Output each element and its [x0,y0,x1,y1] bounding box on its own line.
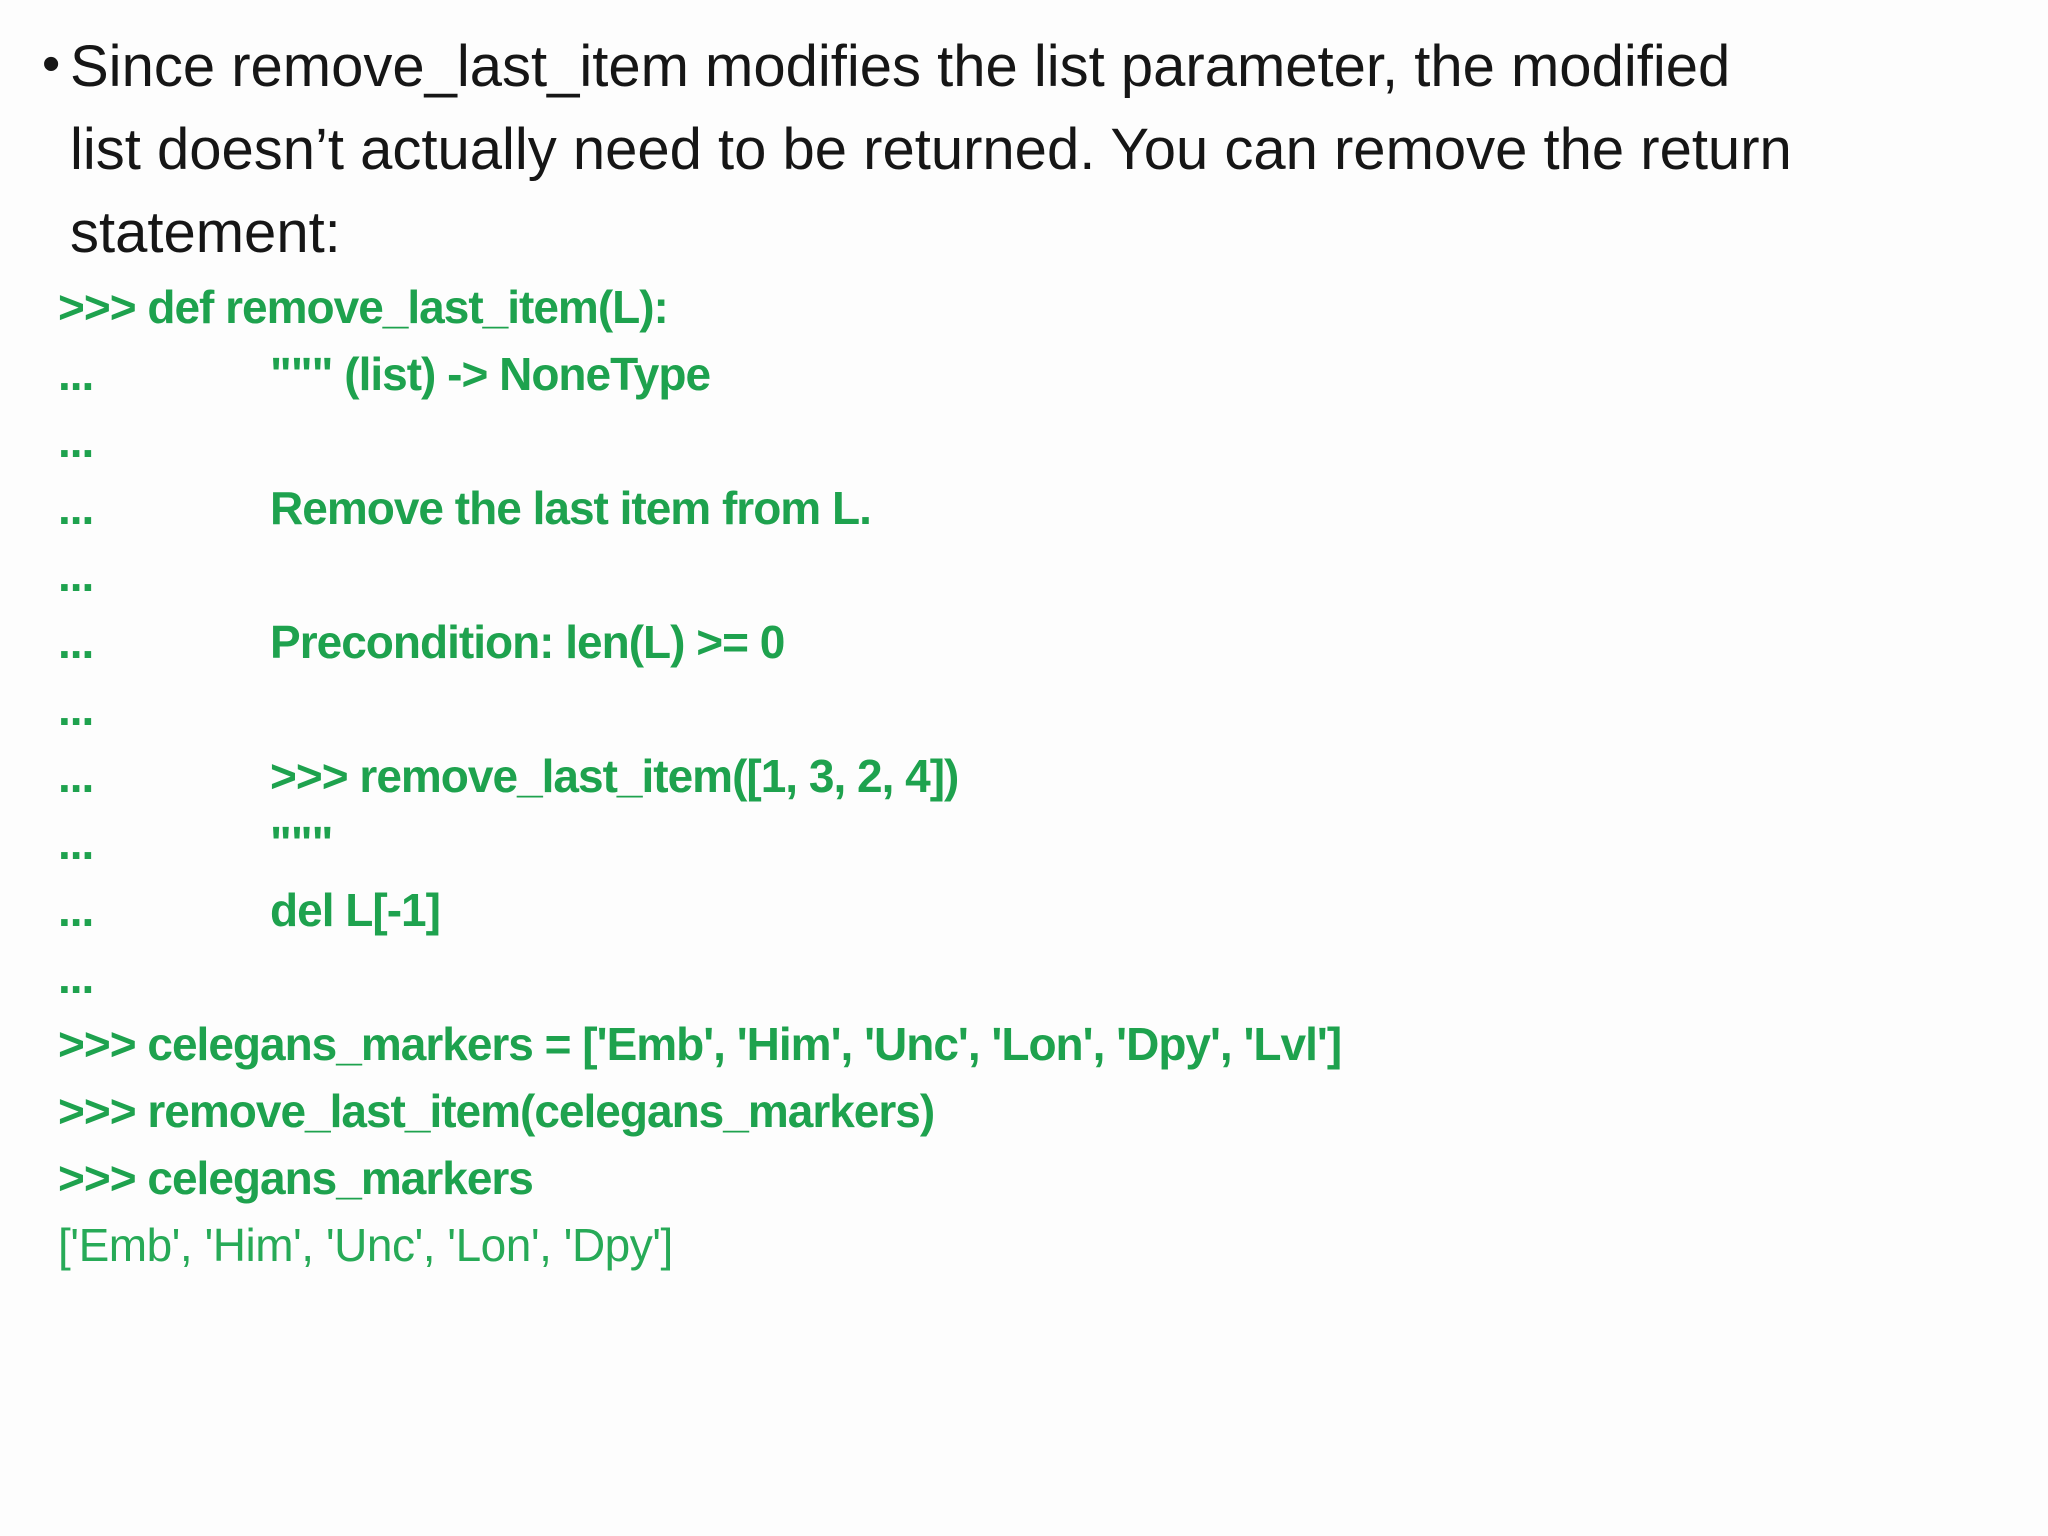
bullet-text-line-3: statement: [70,200,341,265]
code-line-continuation: ... [58,683,94,735]
code-line-call-remove: >>> remove_last_item(celegans_markers) [58,1085,935,1137]
bullet-text-line-1: Since remove_last_item modifies the list… [70,34,1731,99]
code-line-del-statement: ... del L[-1] [58,884,441,936]
code-line-precondition: ... Precondition: len(L) >= 0 [58,616,785,668]
code-line-continuation: ... [58,415,94,467]
code-line-docstring-close: ... """ [58,817,333,869]
code-line-docstring-type: ... """ (list) -> NoneType [58,348,711,400]
python-console-code-block: >>> def remove_last_item(L): ... """ (li… [0,274,2048,1279]
code-line-continuation: ... [58,549,94,601]
bullet-marker: • [42,35,61,93]
code-line-docstring-description: ... Remove the last item from L. [58,482,872,534]
code-line-assign-markers: >>> celegans_markers = ['Emb', 'Him', 'U… [58,1018,1342,1070]
code-line-continuation: ... [58,951,94,1003]
code-output-line: ['Emb', 'Him', 'Unc', 'Lon', 'Dpy'] [58,1219,673,1271]
bullet-paragraph: • Since remove_last_item modifies the li… [0,25,2048,274]
code-line-docstring-example: ... >>> remove_last_item([1, 3, 2, 4]) [58,750,959,802]
code-line-def: >>> def remove_last_item(L): [58,281,669,333]
code-line-inspect-markers: >>> celegans_markers [58,1152,534,1204]
bullet-text-line-2: list doesn’t actually need to be returne… [70,117,1792,182]
